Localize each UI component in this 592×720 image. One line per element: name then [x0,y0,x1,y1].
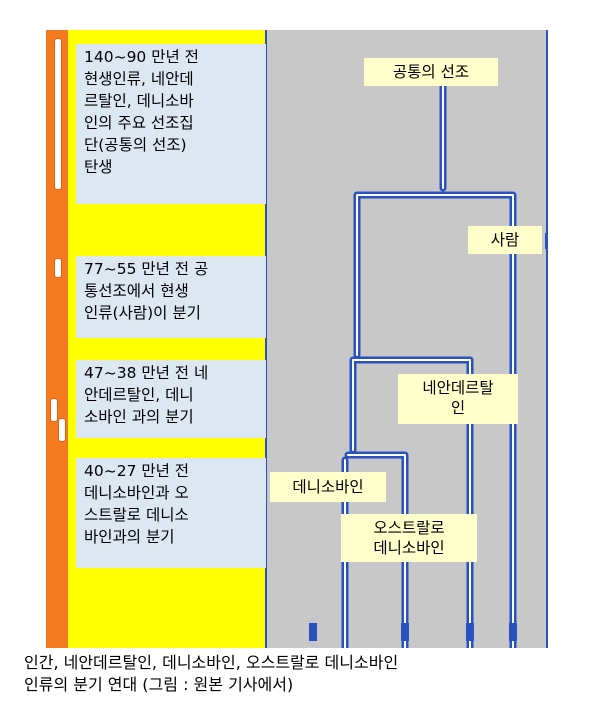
node-common-ancestor: 공통의 선조 [364,58,498,86]
branch-end [509,623,517,641]
branch-end [466,623,474,641]
branch-tick [545,233,548,249]
era-note-neanderthal-split: 47~38 만년 전 네 안데르탈인, 데니 소바인 과의 분기 [76,360,266,438]
node-denisovan: 데니소바인 [270,472,386,502]
branch-end [401,623,409,641]
timeline-marker [54,258,62,278]
era-note-denisovan-split: 40~27 만년 전 데니소바인과 오 스트랄로 데니소 바인과의 분기 [76,458,266,568]
node-human: 사람 [468,226,542,254]
timeline-marker [50,398,58,422]
node-australo-denisovan: 오스트랄로 데니소바인 [341,514,477,562]
era-note-human-split: 77~55 만년 전 공 통선조에서 현생 인류(사람)이 분기 [76,256,266,338]
timeline-marker [58,418,66,442]
branch-end [309,623,317,641]
figure-caption: 인간, 네안데르탈인, 데니소바인, 오스트랄로 데니소바인 인류의 분기 연대… [24,653,399,694]
node-neanderthal: 네안데르탈 인 [398,374,518,424]
era-note-common-ancestor: 140~90 만년 전 현생인류, 네안데 르탈인, 데니소바 인의 주요 선조… [76,44,266,204]
timeline-marker [54,38,62,190]
